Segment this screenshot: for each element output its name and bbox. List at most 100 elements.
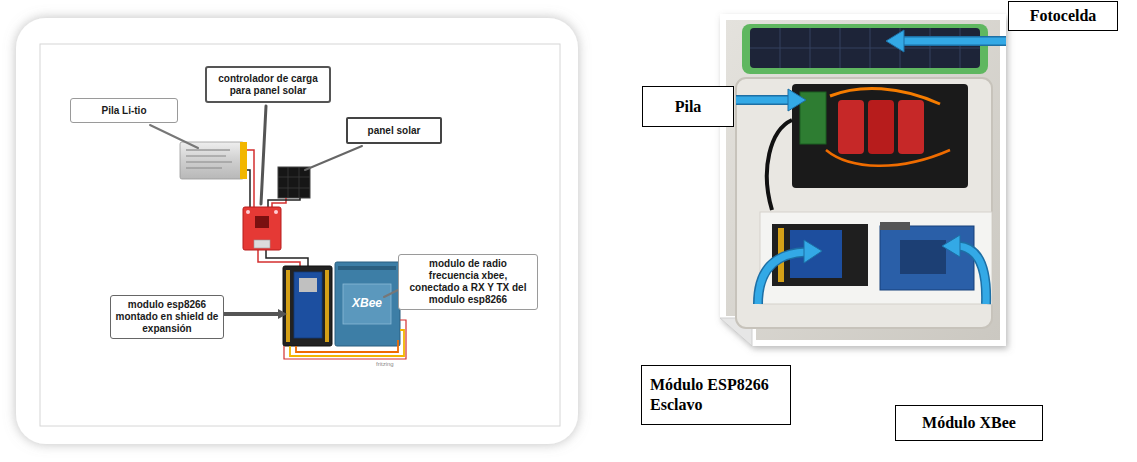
esp8266-shield bbox=[286, 270, 290, 342]
page-curl-frame bbox=[720, 14, 1006, 346]
callout-arrow bbox=[886, 30, 904, 52]
callout-arrow bbox=[736, 95, 790, 105]
callout-box: Pila bbox=[642, 86, 734, 127]
lipo-battery bbox=[240, 142, 247, 179]
callout-box: Módulo ESP8266 Esclavo bbox=[641, 365, 791, 425]
esp8266-shield bbox=[325, 270, 329, 342]
callout-arrow bbox=[942, 235, 960, 257]
callout-box: controlador de carga para panel solar bbox=[205, 66, 331, 103]
callout-arrow bbox=[736, 97, 790, 104]
leader-line bbox=[261, 106, 266, 204]
watermark: fritzing bbox=[376, 361, 394, 367]
solar-panel bbox=[278, 177, 310, 178]
leader-line bbox=[224, 312, 280, 316]
device-photo bbox=[726, 20, 1000, 340]
device-photo bbox=[838, 100, 864, 154]
left-card bbox=[16, 18, 578, 444]
device-photo bbox=[792, 84, 968, 188]
callout-box: Módulo XBee bbox=[895, 405, 1043, 441]
serial-wires bbox=[284, 320, 406, 359]
device-photo bbox=[750, 28, 980, 68]
device-photo bbox=[826, 150, 950, 166]
lipo-battery bbox=[180, 142, 247, 179]
power-wires bbox=[247, 170, 250, 207]
callout-box: Pila Li-tio bbox=[70, 98, 178, 123]
lipo-battery bbox=[186, 150, 230, 151]
power-wires bbox=[247, 150, 254, 207]
callout-arrow bbox=[804, 240, 822, 263]
callout-text: Fotocelda bbox=[1017, 6, 1109, 26]
callout-arrow bbox=[758, 252, 806, 304]
callout-box: modulo de radio frecuencia xbee, conecta… bbox=[398, 254, 538, 310]
lipo-battery bbox=[186, 156, 226, 157]
board-logo: XBee bbox=[352, 296, 382, 310]
xbee-shield bbox=[343, 284, 391, 324]
page-curl-frame bbox=[720, 14, 1006, 346]
xbee-shield bbox=[335, 262, 400, 346]
callout-arrow bbox=[736, 30, 1006, 304]
device-photo bbox=[726, 20, 1000, 340]
solar-panel bbox=[288, 167, 289, 198]
callout-box: modulo esp8266 montado en shield de expa… bbox=[110, 295, 224, 339]
device-photo bbox=[830, 88, 940, 104]
device-photo bbox=[767, 120, 792, 210]
charge-controller-board bbox=[243, 207, 281, 250]
device-photo bbox=[880, 226, 974, 290]
solar-panel bbox=[278, 188, 310, 189]
device-photo bbox=[880, 222, 910, 230]
device-photo bbox=[736, 78, 992, 328]
leader-line bbox=[384, 290, 398, 297]
callout-text: modulo de radio frecuencia xbee, conecta… bbox=[403, 258, 533, 306]
callout-box: panel solar bbox=[346, 117, 442, 144]
lipo-battery bbox=[186, 162, 232, 163]
callout-box: Fotocelda bbox=[1008, 1, 1118, 31]
left-card bbox=[16, 18, 578, 444]
callout-text: Módulo XBee bbox=[904, 413, 1034, 433]
callout-text: Pila Li-tio bbox=[75, 105, 173, 117]
lipo-battery bbox=[186, 168, 222, 169]
solar-panel bbox=[278, 167, 310, 198]
callout-text: panel solar bbox=[352, 125, 436, 137]
leader-line bbox=[305, 146, 362, 170]
callout-arrow bbox=[958, 246, 986, 304]
callout-text: Pila bbox=[651, 97, 725, 117]
left-card bbox=[40, 44, 560, 426]
esp8266-shield bbox=[283, 266, 332, 346]
device-photo bbox=[868, 100, 894, 154]
leader-line bbox=[150, 125, 198, 148]
callout-arrow bbox=[902, 38, 1006, 45]
serial-wires bbox=[284, 320, 406, 359]
xbee-shield bbox=[335, 262, 400, 346]
power-wires bbox=[268, 198, 300, 207]
leader-line bbox=[278, 309, 287, 319]
power-wires bbox=[258, 250, 300, 268]
solar-panel bbox=[278, 167, 310, 198]
charge-controller-board bbox=[255, 216, 269, 228]
power-wires bbox=[266, 250, 308, 268]
callout-text: modulo esp8266 montado en shield de expa… bbox=[115, 299, 219, 335]
esp8266-shield bbox=[283, 266, 332, 346]
esp8266-shield bbox=[294, 272, 322, 338]
esp8266-shield bbox=[299, 278, 317, 292]
device-photo bbox=[900, 240, 946, 274]
callout-arrow bbox=[902, 36, 1006, 46]
xbee-shield bbox=[338, 266, 396, 270]
device-photo bbox=[742, 24, 988, 74]
serial-wires bbox=[296, 340, 398, 352]
device-photo bbox=[750, 48, 980, 49]
callout-text: controlador de carga para panel solar bbox=[211, 73, 325, 97]
serial-wires bbox=[290, 330, 404, 356]
solar-panel bbox=[299, 167, 300, 198]
callout-arrow bbox=[788, 89, 806, 111]
callout-arrow bbox=[958, 246, 986, 304]
charge-controller-board bbox=[274, 210, 278, 214]
callout-text: Módulo ESP8266 Esclavo bbox=[650, 375, 782, 415]
charge-controller-board bbox=[243, 207, 281, 250]
callout-arrow bbox=[758, 252, 806, 304]
charge-controller-board bbox=[246, 210, 250, 214]
lipo-battery bbox=[180, 142, 244, 179]
